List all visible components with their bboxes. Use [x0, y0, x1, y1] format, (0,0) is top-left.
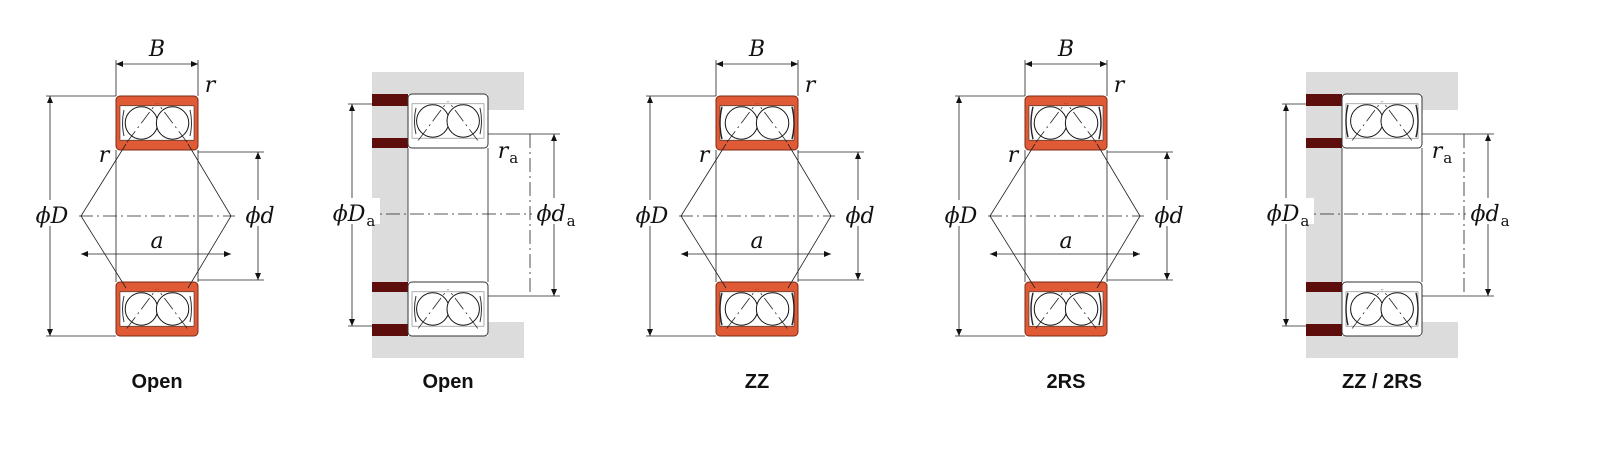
contact-line: [187, 215, 232, 289]
fillet-label-inner: r: [1008, 143, 1020, 168]
cage: [122, 295, 125, 323]
caption-open-bearing: Open: [131, 371, 182, 393]
cage: [414, 295, 417, 323]
caption-2rs-bearing: 2RS: [1047, 371, 1086, 393]
metal-shield: [719, 106, 723, 140]
housing-lower: [372, 322, 524, 358]
rubber-seal: [1098, 106, 1102, 140]
contact-spread-dimension: [990, 251, 1140, 257]
contact-line: [1096, 143, 1141, 217]
outer-diameter-label: ϕD: [636, 204, 669, 229]
contact-line: [680, 215, 727, 289]
caption-open-mounting: Open: [422, 371, 473, 393]
fillet-label-outer: r: [205, 73, 217, 98]
shaft-shoulder: [1306, 94, 1342, 106]
shaft-shoulder: [372, 94, 408, 106]
width-label: B: [148, 37, 165, 62]
contact-line: [80, 215, 127, 289]
bore-label: ϕd: [845, 204, 874, 229]
rubber-seal: [1098, 292, 1102, 326]
upper-bearing-section: [115, 95, 199, 151]
metal-shield: [1345, 292, 1349, 326]
contact-line: [989, 143, 1036, 217]
contact-line: [680, 143, 727, 217]
bore-label: ϕd: [245, 204, 274, 229]
housing-diameter-label: ϕDa: [1267, 202, 1310, 230]
metal-shield: [1345, 104, 1349, 138]
width-dimension: [1025, 61, 1107, 67]
caption-zz-2rs-mounting: ZZ / 2RS: [1342, 371, 1422, 393]
abutment-fillet-label: ra: [1432, 139, 1453, 167]
metal-shield: [719, 292, 723, 326]
upper-bearing-outline: [407, 93, 489, 149]
metal-shield: [791, 106, 795, 140]
cage: [414, 107, 417, 135]
width-label: B: [748, 37, 765, 62]
panel-2rs-bearing: Br r ϕD ϕd a 2RS: [937, 37, 1189, 393]
contact-line: [989, 215, 1036, 289]
cage: [189, 109, 192, 137]
housing-upper: [1306, 72, 1458, 110]
shaft-shoulder: [372, 324, 408, 336]
fillet-label-outer: r: [805, 73, 817, 98]
width-dimension: [116, 61, 198, 67]
cage: [189, 295, 192, 323]
metal-shield: [1415, 292, 1419, 326]
contact-line: [1096, 215, 1141, 289]
upper-bearing-section: [715, 95, 799, 151]
panel-zz-bearing: Br r ϕD ϕd aZZ: [628, 37, 880, 393]
upper-bearing-outline: [1341, 93, 1423, 149]
cage: [122, 109, 125, 137]
housing-diameter-label: ϕDa: [333, 202, 376, 230]
upper-bearing-section: [1024, 95, 1108, 151]
shaft-shoulder: [1306, 138, 1342, 148]
lower-bearing-section: [1024, 281, 1108, 337]
housing-lower: [1306, 322, 1458, 358]
rubber-seal: [1030, 106, 1034, 140]
contact-line: [787, 143, 832, 217]
contact-line: [80, 143, 127, 217]
lower-bearing-section: [715, 281, 799, 337]
fillet-label-inner: r: [699, 143, 711, 168]
contact-spread-dimension: [81, 251, 231, 257]
shaft-shoulder: [1306, 324, 1342, 336]
rubber-seal: [1030, 292, 1034, 326]
fillet-label-inner: r: [99, 143, 111, 168]
metal-shield: [1415, 104, 1419, 138]
cage: [479, 107, 482, 135]
caption-zz-bearing: ZZ: [745, 371, 769, 393]
width-label: B: [1057, 37, 1074, 62]
contact-spread-dimension: [681, 251, 831, 257]
contact-line: [187, 143, 232, 217]
abutment-fillet-label: ra: [498, 139, 519, 167]
shaft-diameter-label: ϕda: [1470, 202, 1509, 230]
cage: [479, 295, 482, 323]
outer-diameter-label: ϕD: [36, 204, 69, 229]
lower-bearing-outline: [1341, 281, 1423, 337]
lower-bearing-section: [115, 281, 199, 337]
shaft-shoulder: [372, 138, 408, 148]
shaft-shoulder: [372, 282, 408, 292]
panel-zz-2rs-mounting: ϕDa ϕda ra ZZ / 2RS: [1262, 72, 1514, 393]
contact-label: a: [1059, 229, 1072, 254]
bore-label: ϕd: [1154, 204, 1183, 229]
shaft-shoulder: [1306, 282, 1342, 292]
contact-line: [787, 215, 832, 289]
metal-shield: [791, 292, 795, 326]
housing-upper: [372, 72, 524, 110]
fillet-label-outer: r: [1114, 73, 1126, 98]
lower-bearing-outline: [407, 281, 489, 337]
contact-label: a: [150, 229, 163, 254]
outer-diameter-label: ϕD: [945, 204, 978, 229]
width-dimension: [716, 61, 798, 67]
shaft-diameter-label: ϕda: [536, 202, 575, 230]
contact-label: a: [750, 229, 763, 254]
